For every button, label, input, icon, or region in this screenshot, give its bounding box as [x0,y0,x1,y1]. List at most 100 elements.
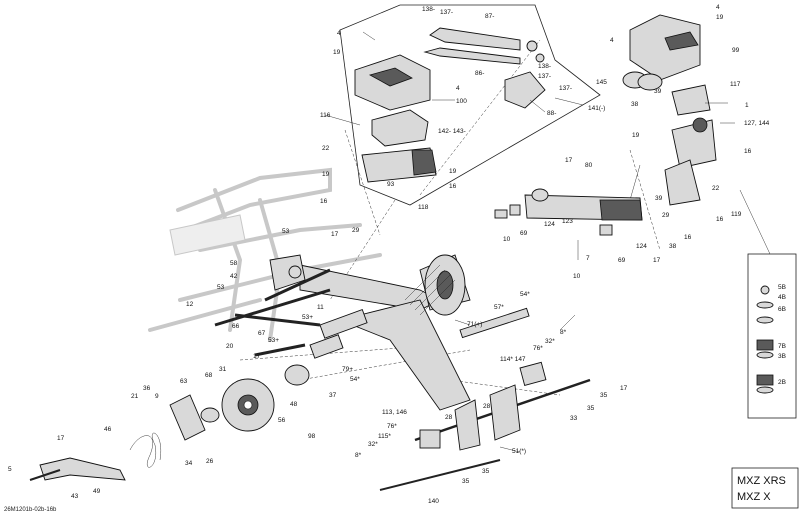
callout-label: 53 [282,228,290,235]
callout-label: 53+ [302,314,313,321]
callout-label: 16 [716,216,724,223]
callout-label: 141(-) [588,105,605,112]
callout-label: 10 [503,236,511,243]
callout-label: 29 [352,227,360,234]
model-label-line2: MXZ X [737,491,771,503]
right-shock-mount [622,14,717,206]
callout-label: 4 [337,30,341,37]
callout-label: 5B [778,284,786,291]
callout-label: 8* [355,452,362,459]
callout-label: 17 [653,257,661,264]
callout-label: 28 [483,403,491,410]
callout-label: 6B [778,306,786,313]
callout-label: 7 [586,255,590,262]
callout-label: 142- 143- [438,128,466,135]
callout-label: 20 [226,343,234,350]
callout-label: 63 [180,378,188,385]
callout-label: 32* [368,441,378,448]
callout-label: 88- [547,110,556,117]
callout-label: 2B [778,379,786,386]
callout-label: 38 [631,101,639,108]
callout-label: 76* [533,345,543,352]
callout-label: 119 [731,211,742,218]
callout-label: 35 [587,405,595,412]
callout-label: 57* [494,304,504,311]
callout-label: 116 [320,112,331,119]
callout-label: 9 [155,393,159,400]
callout-label: 22 [322,145,330,152]
front-linkage-rods [214,254,591,491]
callout-label: 16 [449,183,457,190]
callout-label: 124 [636,243,647,250]
callout-label: 16 [744,148,752,155]
callout-label: 12 [186,301,194,308]
callout-label: 100 [456,98,467,105]
callout-label: 98 [308,433,316,440]
callout-label: 34 [185,460,193,467]
callout-label: 3B [778,353,786,360]
callout-label: 19 [333,49,341,56]
callout-label: 53+ [268,337,279,344]
callout-label: 35 [600,392,608,399]
upper-mount-parts [354,27,546,183]
callout-label: 7B [778,343,786,350]
callout-label: 123 [562,218,573,225]
callout-label: 16 [684,234,692,241]
callout-label: 127, 144 [744,120,770,127]
reference-code: 26M1201b-02b-16b [4,507,57,513]
callout-label: 51(*) [512,448,526,455]
callout-label: 19 [716,14,724,21]
ghost-frame-outline [148,167,382,342]
callout-label: 4 [610,37,614,44]
callout-label: 42 [230,273,238,280]
callout-label: 21 [131,393,139,400]
callout-label: 140 [428,498,439,505]
callout-label: 8* [560,329,567,336]
callout-label: 17 [253,353,261,360]
callout-label: 1 [745,102,749,109]
callout-label: 99 [732,47,740,54]
callout-label: 29 [662,212,670,219]
callout-label: 17 [331,231,339,238]
callout-label: 54* [520,291,530,298]
callout-label: 33 [570,415,578,422]
callout-label: 71(+) [467,321,482,328]
callout-label: 137- [538,73,551,80]
callout-label: 138- [422,6,435,13]
callout-label: 19 [632,132,640,139]
callout-label: 43 [71,493,79,500]
callout-label: 39 [654,88,662,95]
callout-label: 49 [93,488,101,495]
callout-label: 137- [440,9,453,16]
callout-label: 54* [350,376,360,383]
callout-label: 16 [320,198,328,205]
callout-label: 118 [418,204,429,211]
callout-label: 31 [219,366,227,373]
callout-label: 115* [378,433,391,440]
model-label-box [731,467,799,509]
callout-label: 124 [544,221,555,228]
callout-label: 10 [573,273,581,280]
callout-label: 76* [387,423,397,430]
callout-label: 114* 147 [500,356,526,363]
callout-label: 145 [596,79,607,86]
callout-label: 117 [730,81,741,88]
callout-labels: 138- 137- 87- 4 19 138- 137- 86- 4 100 1… [8,4,786,505]
callout-label: 53 [217,284,225,291]
callout-label: 79+ [342,366,353,373]
front-idler-wheels [29,364,310,481]
model-label-line1: MXZ XRS [737,475,786,487]
callout-label: 138- [538,63,551,70]
callout-label: 4 [716,4,720,11]
callout-label: 67 [258,330,266,337]
callout-label: 17 [57,435,65,442]
callout-label: 80 [585,162,593,169]
callout-label: 5 [8,466,12,473]
callout-label: 86- [475,70,484,77]
callout-label: 38 [669,243,677,250]
central-swing-arm [299,254,530,411]
callout-label: 93 [387,181,395,188]
callout-label: 19 [449,168,457,175]
upper-bracket-frame [339,4,601,206]
